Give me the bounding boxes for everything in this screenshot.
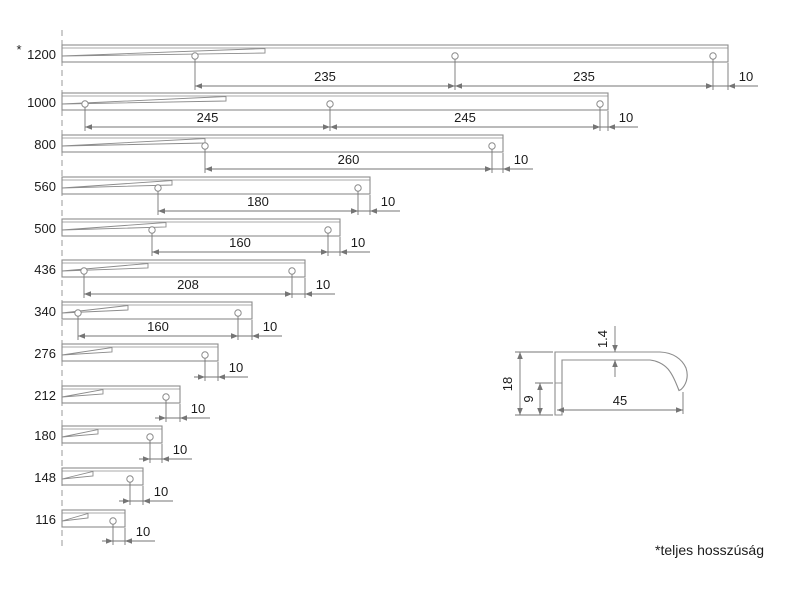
- lip-taper: [61, 428, 99, 438]
- dim-label: 10: [191, 401, 205, 416]
- screw-hole: [154, 184, 162, 192]
- profile-section: [554, 351, 688, 416]
- handle-row-1200: 235 235 10 1200 *: [16, 42, 758, 90]
- length-label: 340: [34, 304, 56, 319]
- handle-profile: [61, 509, 126, 528]
- screw-hole: [80, 267, 88, 275]
- length-label: 180: [34, 428, 56, 443]
- handle-profile: [61, 467, 144, 486]
- screw-hole: [109, 517, 117, 525]
- screw-hole: [354, 184, 362, 192]
- cross-section-detail: 1.4 18 9 45: [500, 326, 688, 416]
- lip-taper: [61, 470, 94, 480]
- handle-profile: [61, 343, 219, 362]
- handle-profile: [61, 44, 729, 63]
- length-label: 1000: [27, 95, 56, 110]
- lip-taper: [61, 388, 104, 398]
- dim-label: 10: [619, 110, 633, 125]
- dim-label: 10: [739, 69, 753, 84]
- dim-label: 10: [154, 484, 168, 499]
- screw-hole: [451, 52, 459, 60]
- handle-profile: [61, 385, 181, 404]
- dim-height: 18: [500, 377, 515, 391]
- handle-row-276: 10 276: [34, 343, 248, 381]
- screw-hole: [488, 142, 496, 150]
- dim-label: 10: [229, 360, 243, 375]
- screw-hole: [201, 142, 209, 150]
- asterisk-marker: *: [16, 42, 21, 57]
- length-label: 560: [34, 179, 56, 194]
- handle-row-1000: 245 245 10 1000: [27, 92, 638, 131]
- dim-label: 208: [177, 277, 199, 292]
- dim-label: 245: [197, 110, 219, 125]
- dim-label: 160: [147, 319, 169, 334]
- handle-row-800: 260 10 800: [34, 134, 533, 173]
- handle-row-212: 10 212: [34, 385, 210, 422]
- length-label: 1200: [27, 47, 56, 62]
- screw-hole: [74, 309, 82, 317]
- dim-label: 160: [229, 235, 251, 250]
- lip-taper: [61, 222, 167, 231]
- handle-profile: [61, 259, 306, 278]
- screw-hole: [201, 351, 209, 359]
- length-label: 436: [34, 262, 56, 277]
- dim-label: 260: [338, 152, 360, 167]
- lip-taper: [61, 512, 89, 522]
- dim-width: 45: [613, 393, 627, 408]
- screw-hole: [148, 226, 156, 234]
- screw-hole: [596, 100, 604, 108]
- dim-label: 10: [263, 319, 277, 334]
- lip-taper: [61, 96, 227, 105]
- dim-label: 10: [351, 235, 365, 250]
- handle-profile: [61, 92, 609, 111]
- screw-hole: [162, 393, 170, 401]
- screw-hole: [709, 52, 717, 60]
- handle-row-116: 10 116: [35, 509, 155, 545]
- dim-label: 10: [136, 524, 150, 539]
- lip-taper: [61, 180, 173, 189]
- handle-profile: [61, 425, 163, 444]
- screw-hole: [81, 100, 89, 108]
- handle-profile: [61, 134, 504, 153]
- length-label: 800: [34, 137, 56, 152]
- screw-hole: [146, 433, 154, 441]
- dim-label: 180: [247, 194, 269, 209]
- screw-hole: [191, 52, 199, 60]
- length-label: 212: [34, 388, 56, 403]
- handle-row-560: 180 10 560: [34, 176, 400, 215]
- dim-inner-height: 9: [521, 395, 536, 402]
- dim-label: 10: [381, 194, 395, 209]
- handle-row-500: 160 10 500: [34, 218, 370, 256]
- dim-label: 235: [573, 69, 595, 84]
- length-label: 500: [34, 221, 56, 236]
- screw-hole: [324, 226, 332, 234]
- handle-row-148: 10 148: [34, 467, 173, 505]
- screw-hole: [326, 100, 334, 108]
- dim-thickness: 1.4: [595, 330, 610, 348]
- dim-label: 10: [173, 442, 187, 457]
- dim-label: 245: [454, 110, 476, 125]
- length-label: 116: [35, 512, 56, 527]
- screw-hole: [126, 475, 134, 483]
- screw-hole: [288, 267, 296, 275]
- dim-label: 10: [316, 277, 330, 292]
- length-label: 276: [34, 346, 56, 361]
- handle-row-340: 160 10 340: [34, 301, 282, 340]
- lip-taper: [61, 48, 266, 57]
- handle-profile: [61, 176, 371, 195]
- length-label: 148: [34, 470, 56, 485]
- handle-row-436: 208 10 436: [34, 259, 335, 298]
- handle-profile: [61, 218, 341, 237]
- dim-label: 235: [314, 69, 336, 84]
- lip-taper: [61, 138, 206, 147]
- handle-row-180: 10 180: [34, 425, 192, 463]
- lip-taper: [61, 346, 113, 356]
- screw-hole: [234, 309, 242, 317]
- footnote-total-length: *teljes hosszúság: [655, 542, 764, 558]
- dim-label: 10: [514, 152, 528, 167]
- handle-profile: [61, 301, 253, 320]
